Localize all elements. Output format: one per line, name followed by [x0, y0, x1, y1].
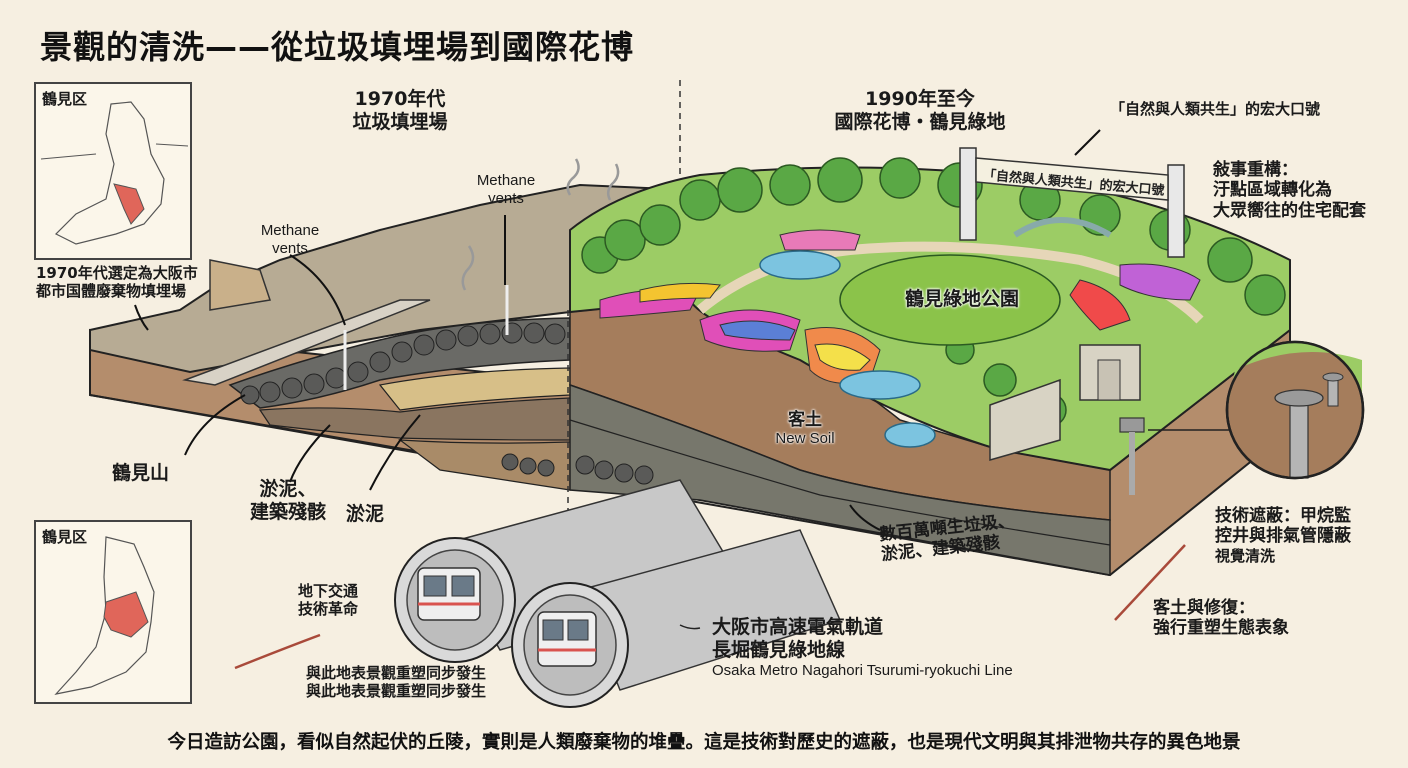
- footer-caption: 今日造訪公園，看似自然起伏的丘陵，實則是人類廢棄物的堆疊。這是技術對歷史的遮蔽，…: [167, 732, 1241, 753]
- silt-label: 淤泥: [346, 503, 385, 525]
- accent-arrows: [234, 544, 1186, 670]
- access-road: [182, 299, 431, 386]
- osaka-city-outline-icon: [54, 536, 155, 695]
- map-label: 鶴見区: [42, 528, 88, 546]
- left-era-year: 1970年代: [354, 88, 446, 110]
- methane-vents-right-label: Methane vents: [476, 172, 536, 207]
- slogan-banner: [975, 157, 1169, 201]
- methane-smoke: [461, 158, 620, 291]
- garden-arch: [1013, 217, 1112, 238]
- ward-map-top: 鶴見区: [34, 82, 192, 260]
- right-era-label: 國際花博・鶴見綠地: [834, 110, 1006, 133]
- tsurumi-mountain-label: 鶴見山: [112, 462, 170, 484]
- callout-arrows: [134, 129, 1101, 531]
- restoration-note: 客土與修復： 強行重塑生態表象: [1153, 598, 1289, 639]
- map-label: 鶴見区: [42, 90, 88, 108]
- dirt-mound: [209, 259, 271, 311]
- subway-tunnel-lower: [511, 529, 842, 708]
- pond: [839, 370, 921, 400]
- central-lawn: [839, 254, 1061, 346]
- left-era-heading: 1970年代 垃圾填埋場: [330, 88, 470, 134]
- metro-line-label: 大阪市高速電氣軌道 長堀鶴見綠地線 Osaka Metro Nagahori T…: [712, 616, 1013, 679]
- synchronous-note: 與此地表景觀重塑同步發生 與此地表景觀重塑同步發生: [306, 664, 487, 700]
- narrative-reconstruction-note: 敍事重構： 汙點區域轉化為 大眾嚮往的住宅配套: [1213, 160, 1366, 221]
- ward-map-bottom: 鶴見区: [34, 520, 192, 704]
- banner-pillar-left: [959, 147, 977, 241]
- silt-debris-label: 淤泥、 建築殘骸: [249, 478, 326, 523]
- flower-beds: [599, 229, 1201, 384]
- tech-concealment-note: 技術遮蔽：甲烷監 控井與排氣管隱蔽 視覺清洗: [1215, 506, 1351, 565]
- page-title: 景觀的清洗——從垃圾填埋場到國際花博: [40, 28, 635, 66]
- osaka-city-outline-icon: [40, 101, 189, 245]
- banner-pillar-right: [1167, 164, 1185, 258]
- buried-garbage-layer: [569, 383, 1111, 576]
- selection-note: 1970年代選定為大阪市 都市国體廢棄物填埋場: [36, 264, 198, 300]
- pond: [759, 250, 841, 280]
- subway-tunnel-upper: [394, 479, 742, 663]
- slogan-callout: 「自然與人類共生」的宏大口號: [1110, 100, 1321, 118]
- pond: [884, 422, 936, 448]
- right-era-year: 1990年至今: [865, 88, 975, 110]
- underground-transport-note: 地下交通 技術革命: [297, 582, 358, 618]
- methane-vents-left-label: Methane vents: [260, 222, 320, 257]
- methane-well-cover: [1119, 417, 1145, 433]
- garbage-bags: [240, 322, 566, 405]
- mosaic-wall: [989, 378, 1061, 461]
- right-era-heading: 1990年至今 國際花博・鶴見綠地: [810, 88, 1030, 134]
- park-name-label: 鶴見綠地公園: [905, 288, 1020, 310]
- left-era-label: 垃圾填埋場: [352, 110, 448, 133]
- new-soil-label: 客土 New Soil: [775, 410, 835, 448]
